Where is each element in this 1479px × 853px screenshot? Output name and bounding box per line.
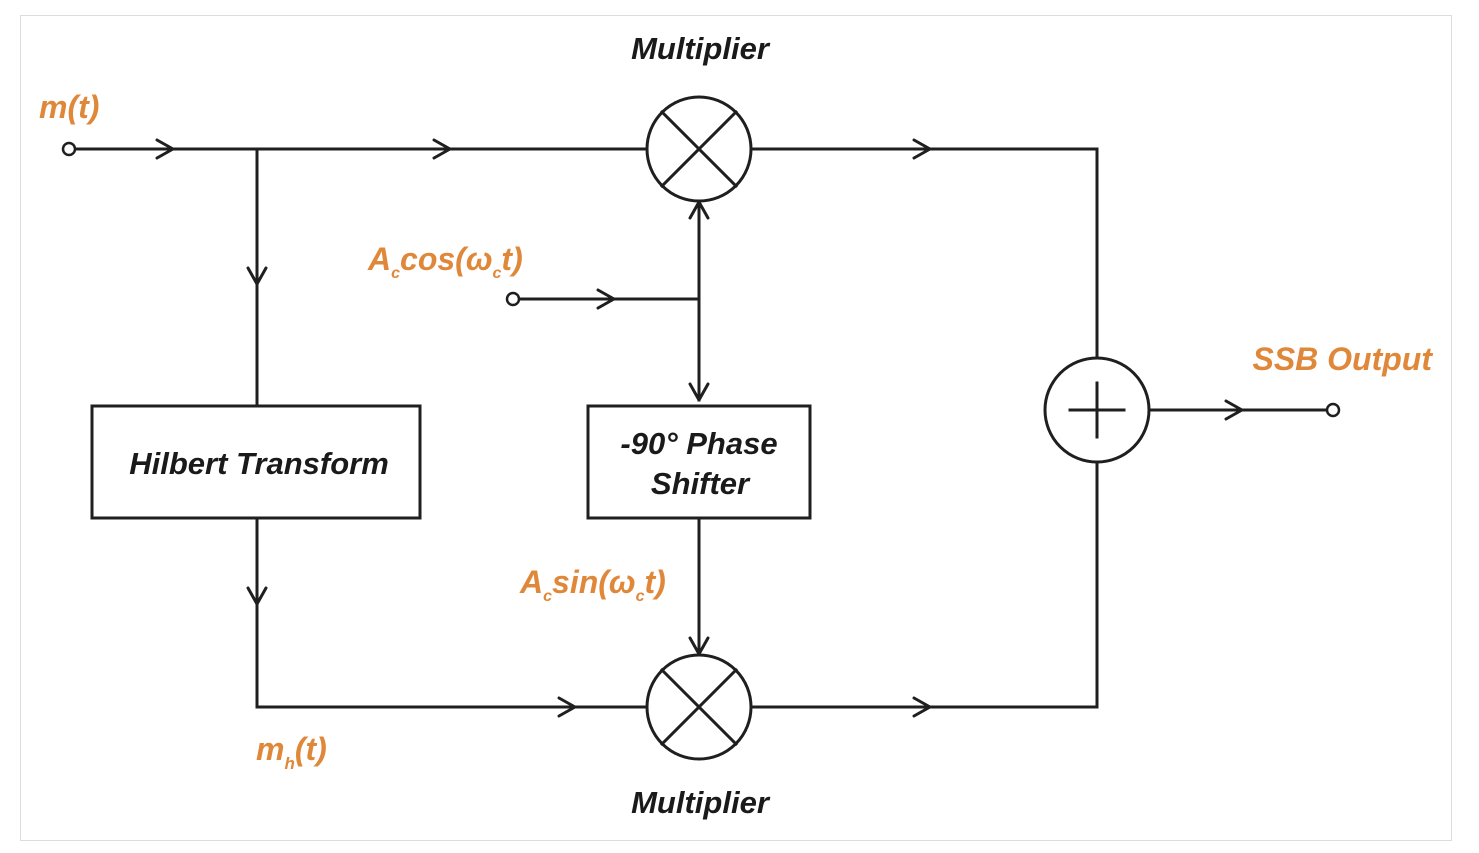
carrier-cos-label: Accos(ωct) bbox=[367, 241, 523, 282]
multiplier-cross-line bbox=[659, 109, 739, 189]
arrow-right-icon bbox=[912, 696, 932, 718]
hilbert-output-subscript: h bbox=[284, 754, 294, 773]
arrow-right-icon bbox=[1224, 399, 1244, 421]
carrier-cos-omega-subscript: c bbox=[493, 265, 502, 282]
terminal-message-input bbox=[61, 141, 77, 157]
carrier-sin-omega-subscript: c bbox=[636, 588, 645, 605]
multiplier-bottom bbox=[645, 653, 753, 761]
carrier-cos-amplitude-subscript: c bbox=[391, 265, 400, 282]
arrow-right-icon bbox=[432, 138, 452, 160]
arrow-down-icon bbox=[246, 266, 268, 286]
phase-shifter-label-line1: -90° Phase bbox=[620, 426, 777, 461]
carrier-sin-amplitude: A bbox=[519, 564, 543, 600]
terminal-carrier-input bbox=[505, 291, 521, 307]
message-signal-label: m(t) bbox=[39, 89, 99, 125]
carrier-cos-end: t) bbox=[501, 241, 522, 277]
diagram-frame bbox=[20, 15, 1452, 841]
arrow-right-icon bbox=[912, 138, 932, 160]
carrier-cos-function: cos(ω bbox=[400, 241, 493, 277]
hilbert-output-end: (t) bbox=[295, 731, 327, 767]
multiplier-bottom-label: Multiplier bbox=[631, 785, 771, 820]
hilbert-output-main: m bbox=[256, 731, 284, 767]
arrow-right-icon bbox=[155, 138, 175, 160]
arrow-down-icon bbox=[246, 586, 268, 606]
multiplier-cross-line bbox=[659, 667, 739, 747]
multiplier-top bbox=[645, 95, 753, 203]
phase-shifter-block bbox=[586, 404, 812, 520]
carrier-sin-function: sin(ω bbox=[552, 564, 636, 600]
carrier-cos-amplitude: A bbox=[367, 241, 391, 277]
arrow-down-icon bbox=[688, 382, 710, 402]
multiplier-top-label: Multiplier bbox=[631, 31, 771, 66]
hilbert-output-label: mh(t) bbox=[256, 731, 327, 773]
hilbert-transform-block bbox=[90, 404, 422, 520]
hilbert-transform-label: Hilbert Transform bbox=[129, 446, 389, 481]
adder bbox=[1043, 356, 1151, 464]
arrow-right-icon bbox=[557, 696, 577, 718]
carrier-sin-amplitude-subscript: c bbox=[543, 588, 552, 605]
arrow-right-icon bbox=[596, 288, 616, 310]
terminal-ssb-output bbox=[1325, 402, 1341, 418]
carrier-sin-label: Acsin(ωct) bbox=[519, 564, 666, 605]
ssb-output-label: SSB Output bbox=[1252, 341, 1433, 377]
carrier-sin-end: t) bbox=[645, 564, 666, 600]
phase-shifter-label-line2: Shifter bbox=[651, 466, 751, 501]
